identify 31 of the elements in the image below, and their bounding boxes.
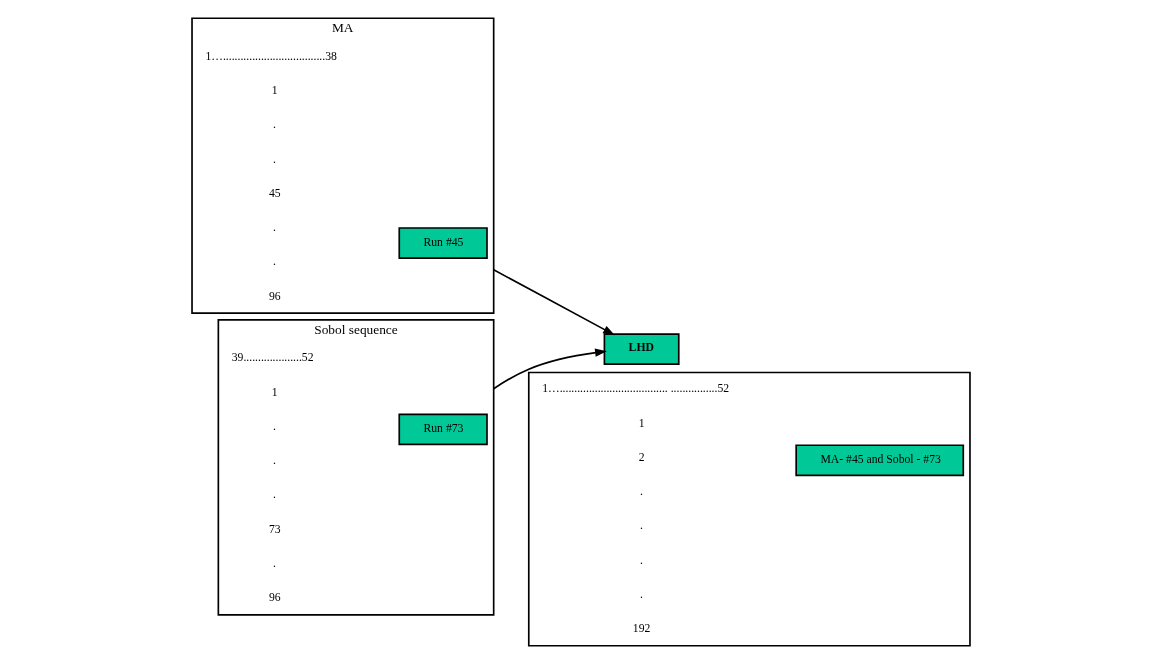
node-label: 1…...................................38	[204, 49, 337, 63]
node-label: .	[272, 152, 276, 166]
cluster	[527, 371, 971, 647]
node-label: .	[639, 587, 643, 601]
node-label: .	[272, 419, 276, 433]
arrow	[492, 348, 607, 390]
node-box: Run #45	[397, 227, 488, 259]
node-label: .	[272, 255, 276, 269]
node-label: .	[272, 454, 276, 468]
node-label: 1	[271, 84, 278, 98]
node-box: Run #73	[397, 413, 488, 446]
node-label: 45	[268, 186, 281, 200]
node-label: .	[272, 221, 276, 235]
node-label: .	[639, 519, 643, 533]
node-label: .	[639, 553, 643, 567]
node-label: .	[639, 485, 643, 499]
arrow	[492, 269, 615, 336]
node-box: MA- #45 and Sobol - #73	[794, 444, 964, 477]
node-label: 1	[271, 385, 278, 399]
node-label: 39....................52	[231, 351, 314, 365]
node-label: 192	[632, 622, 650, 636]
node-label: .	[272, 118, 276, 132]
node-label: .	[272, 488, 276, 502]
node-label: 1	[638, 416, 644, 430]
node-label: 96	[268, 591, 281, 605]
node-label: 73	[268, 522, 281, 536]
node-label: 96	[268, 289, 281, 303]
node-label: 2	[638, 450, 644, 464]
node-box: LHD	[603, 333, 680, 365]
node-label: .	[272, 556, 276, 570]
node-label: 1…..................................... ................52	[541, 382, 729, 396]
